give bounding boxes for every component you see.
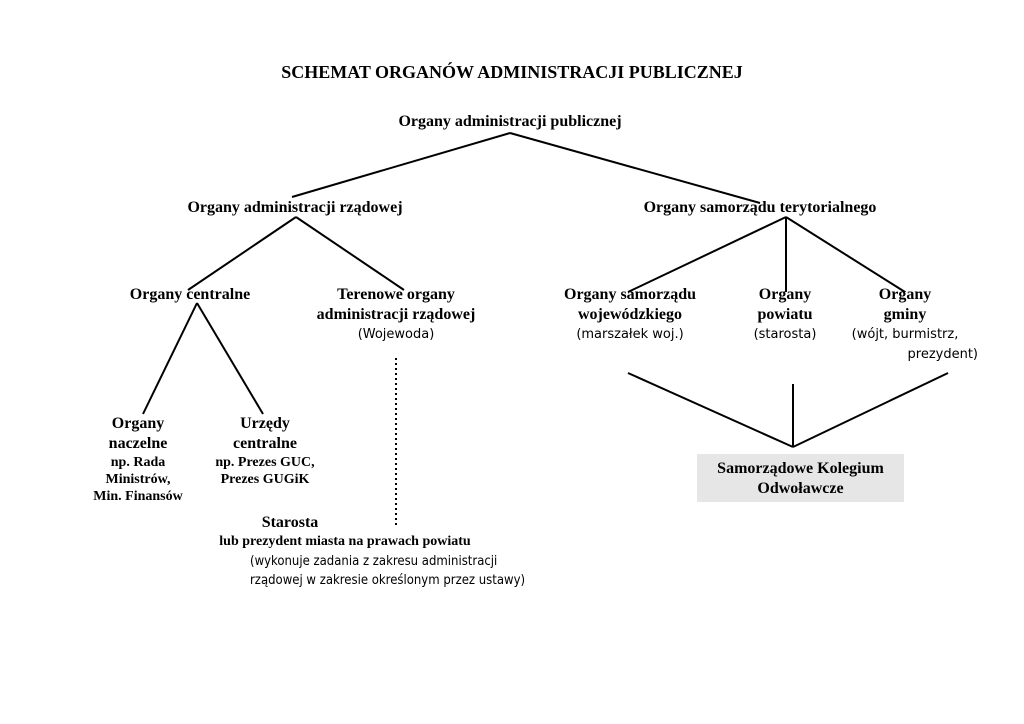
urzedy-node: Urzędy centralne np. Prezes GUC, Prezes …	[190, 414, 340, 488]
voivodeship-node: Organy samorządu wojewódzkiego (marszałe…	[530, 285, 730, 345]
field-line-2: administracji rządowej	[316, 306, 476, 323]
line-local-voiv	[627, 216, 787, 293]
field-node: Terenowe organy administracji rządowej (…	[286, 285, 506, 345]
naczelne-example-2: Ministrów,	[105, 472, 171, 487]
line-gov-central	[187, 216, 297, 291]
commune-line-1: Organy	[878, 286, 932, 303]
voivodeship-line-3: (marszałek woj.)	[576, 327, 684, 342]
naczelne-title-2: naczelne	[108, 435, 168, 452]
naczelne-node: Organy naczelne np. Rada Ministrów, Min.…	[68, 414, 208, 505]
line-root-local	[509, 132, 761, 204]
root-node: Organy administracji publicznej	[398, 113, 622, 130]
county-line-1: Organy	[758, 286, 812, 303]
commune-node: Organy gminy (wójt, burmistrz, prezydent…	[830, 285, 980, 365]
college-line-1: Samorządowe Kolegium	[717, 460, 884, 477]
line-commune-college	[792, 372, 949, 448]
college-box	[697, 454, 904, 502]
local-node: Organy samorządu terytorialnego	[643, 199, 877, 216]
field-line-1: Terenowe organy	[337, 286, 455, 303]
line-root-gov	[291, 132, 511, 198]
urzedy-title-2: centralne	[233, 435, 297, 452]
line-voiv-college	[627, 372, 794, 448]
starosta-note-2: rządowej w zakresie określonym przez ust…	[250, 573, 526, 588]
urzedy-example-1: np. Prezes GUC,	[215, 455, 315, 470]
naczelne-title-1: Organy	[111, 415, 165, 432]
line-gov-field	[295, 216, 405, 291]
field-line-3: (Wojewoda)	[357, 327, 435, 342]
starosta-subtitle: lub prezydent miasta na prawach powiatu	[219, 534, 471, 549]
county-node: Organy powiatu (starosta)	[735, 285, 835, 345]
starosta-title: Starosta	[261, 514, 319, 531]
naczelne-example-1: np. Rada	[110, 455, 166, 470]
county-line-2: powiatu	[757, 306, 813, 323]
commune-line-3: (wójt, burmistrz,	[851, 327, 959, 342]
starosta-note-1: (wykonuje zadania z zakresu administracj…	[250, 554, 498, 569]
commune-line-2: gminy	[883, 306, 927, 323]
voivodeship-line-2: wojewódzkiego	[578, 306, 682, 323]
gov-node: Organy administracji rządowej	[187, 199, 403, 216]
line-central-naczelne	[142, 302, 198, 415]
central-node: Organy centralne	[129, 286, 251, 303]
commune-line-4: prezydent)	[907, 347, 978, 362]
urzedy-title-1: Urzędy	[240, 415, 290, 432]
county-line-3: (starosta)	[753, 327, 817, 342]
voivodeship-line-1: Organy samorządu	[564, 286, 696, 303]
urzedy-example-2: Prezes GUGiK	[220, 472, 310, 487]
line-local-commune	[785, 216, 906, 293]
college-line-2: Odwoławcze	[757, 480, 844, 497]
line-central-urzedy	[196, 302, 264, 415]
naczelne-example-3: Min. Finansów	[93, 489, 183, 504]
page-title: SCHEMAT ORGANÓW ADMINISTRACJI PUBLICZNEJ	[281, 62, 743, 82]
